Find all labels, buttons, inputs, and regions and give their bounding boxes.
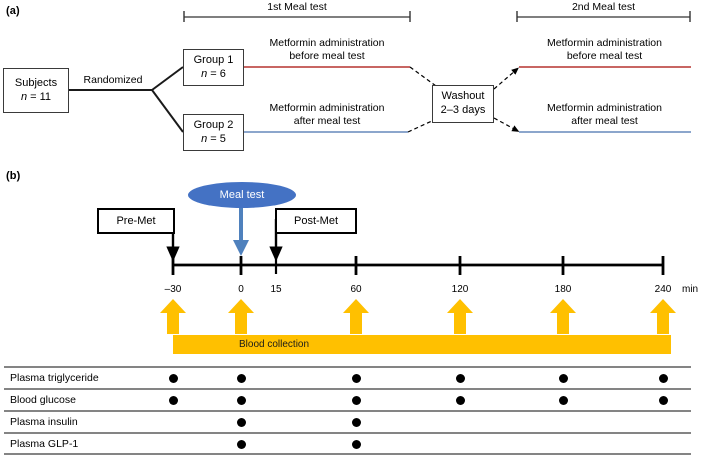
randomized-label: Randomized: [83, 74, 143, 86]
arm1-first-label: Metformin administration before meal tes…: [247, 37, 407, 63]
dot-glucose-120: [456, 396, 465, 405]
tick-label-15: 15: [270, 284, 282, 295]
tick-label-240: 240: [654, 284, 672, 295]
group2-n-symbol: n: [201, 132, 208, 145]
table-row: Plasma GLP-1: [0, 433, 709, 455]
subjects-box-n: n = 11: [21, 91, 51, 105]
washout-box-line2: 2–3 days: [440, 104, 486, 116]
timeline-axis: [171, 256, 665, 275]
row-label-plasma-insulin: Plasma insulin: [10, 416, 78, 428]
table-row: Plasma insulin: [0, 411, 709, 433]
group1-box: Group 1 n = 6: [183, 49, 244, 86]
meal-test-arrow: [233, 205, 249, 256]
arm2-first-line1: Metformin administration: [269, 102, 385, 114]
dot-glp1-60: [352, 440, 361, 449]
group2-n-value: = 5: [210, 132, 226, 145]
dot-glucose-0: [237, 396, 246, 405]
dot-triglyceride-minus30: [169, 374, 178, 383]
blood-sampling-arrows: [160, 299, 676, 334]
panel-a-label: (a): [6, 5, 20, 17]
group2-box: Group 2 n = 5: [183, 114, 244, 151]
dot-glucose-180: [559, 396, 568, 405]
table-row: Blood glucose: [0, 389, 709, 411]
arm2-second-label: Metformin administration after meal test: [523, 102, 686, 128]
arm1-second-line2: before meal test: [566, 50, 643, 63]
arm2-second-line2: after meal test: [571, 115, 638, 128]
arm1-second-label: Metformin administration before meal tes…: [523, 37, 686, 63]
row-label-blood-glucose: Blood glucose: [10, 394, 76, 406]
group2-box-n: n = 5: [201, 133, 226, 147]
timeline-unit-label: min: [682, 284, 699, 295]
dot-glp1-0: [237, 440, 246, 449]
group1-n-value: = 6: [210, 67, 226, 80]
row-label-plasma-triglyceride: Plasma triglyceride: [10, 372, 99, 384]
post-met-box: Post-Met: [275, 208, 357, 234]
dot-insulin-0: [237, 418, 246, 427]
washout-box: Washout 2–3 days: [432, 85, 494, 123]
arm2-first-label: Metformin administration after meal test: [247, 102, 407, 128]
tick-label-0: 0: [238, 284, 244, 295]
tick-label-minus30: –30: [164, 284, 182, 295]
dot-glucose-minus30: [169, 396, 178, 405]
dot-triglyceride-120: [456, 374, 465, 383]
table-row: Plasma triglyceride: [0, 367, 709, 389]
first-meal-test-bracket-label: 1st Meal test: [267, 1, 327, 13]
panel-b-label: (b): [6, 170, 21, 182]
measurements-table: Plasma triglyceride Blood glucose Plasma…: [0, 367, 709, 455]
tick-label-180: 180: [554, 284, 572, 295]
subjects-box: Subjects n = 11: [3, 68, 69, 113]
arm2-first-line2: after meal test: [293, 115, 361, 128]
subjects-box-title: Subjects: [14, 76, 58, 89]
tick-label-120: 120: [451, 284, 469, 295]
washout-box-line1: Washout: [441, 90, 485, 103]
dot-triglyceride-180: [559, 374, 568, 383]
blood-collection-bar: Blood collection: [173, 335, 671, 354]
arm1-first-line1: Metformin administration: [269, 37, 385, 49]
subjects-n-value: = 11: [30, 90, 52, 103]
dot-triglyceride-240: [659, 374, 668, 383]
arm1-second-line1: Metformin administration: [547, 37, 662, 49]
dot-glucose-60: [352, 396, 361, 405]
arm2-second-line1: Metformin administration: [547, 102, 662, 114]
group1-box-n: n = 6: [201, 68, 226, 82]
dot-triglyceride-0: [237, 374, 246, 383]
group1-box-title: Group 1: [193, 53, 234, 66]
arm1-first-line2: before meal test: [289, 50, 365, 63]
dot-glucose-240: [659, 396, 668, 405]
second-meal-test-bracket-label: 2nd Meal test: [571, 1, 636, 13]
subjects-n-symbol: n: [20, 90, 28, 103]
meal-test-ellipse: Meal test: [188, 182, 296, 208]
row-label-plasma-glp1: Plasma GLP-1: [10, 438, 79, 450]
group1-n-symbol: n: [201, 67, 208, 80]
dot-triglyceride-60: [352, 374, 361, 383]
group2-box-title: Group 2: [193, 118, 234, 131]
tick-label-60: 60: [350, 284, 362, 295]
dot-insulin-60: [352, 418, 361, 427]
pre-met-box: Pre-Met: [97, 208, 175, 234]
